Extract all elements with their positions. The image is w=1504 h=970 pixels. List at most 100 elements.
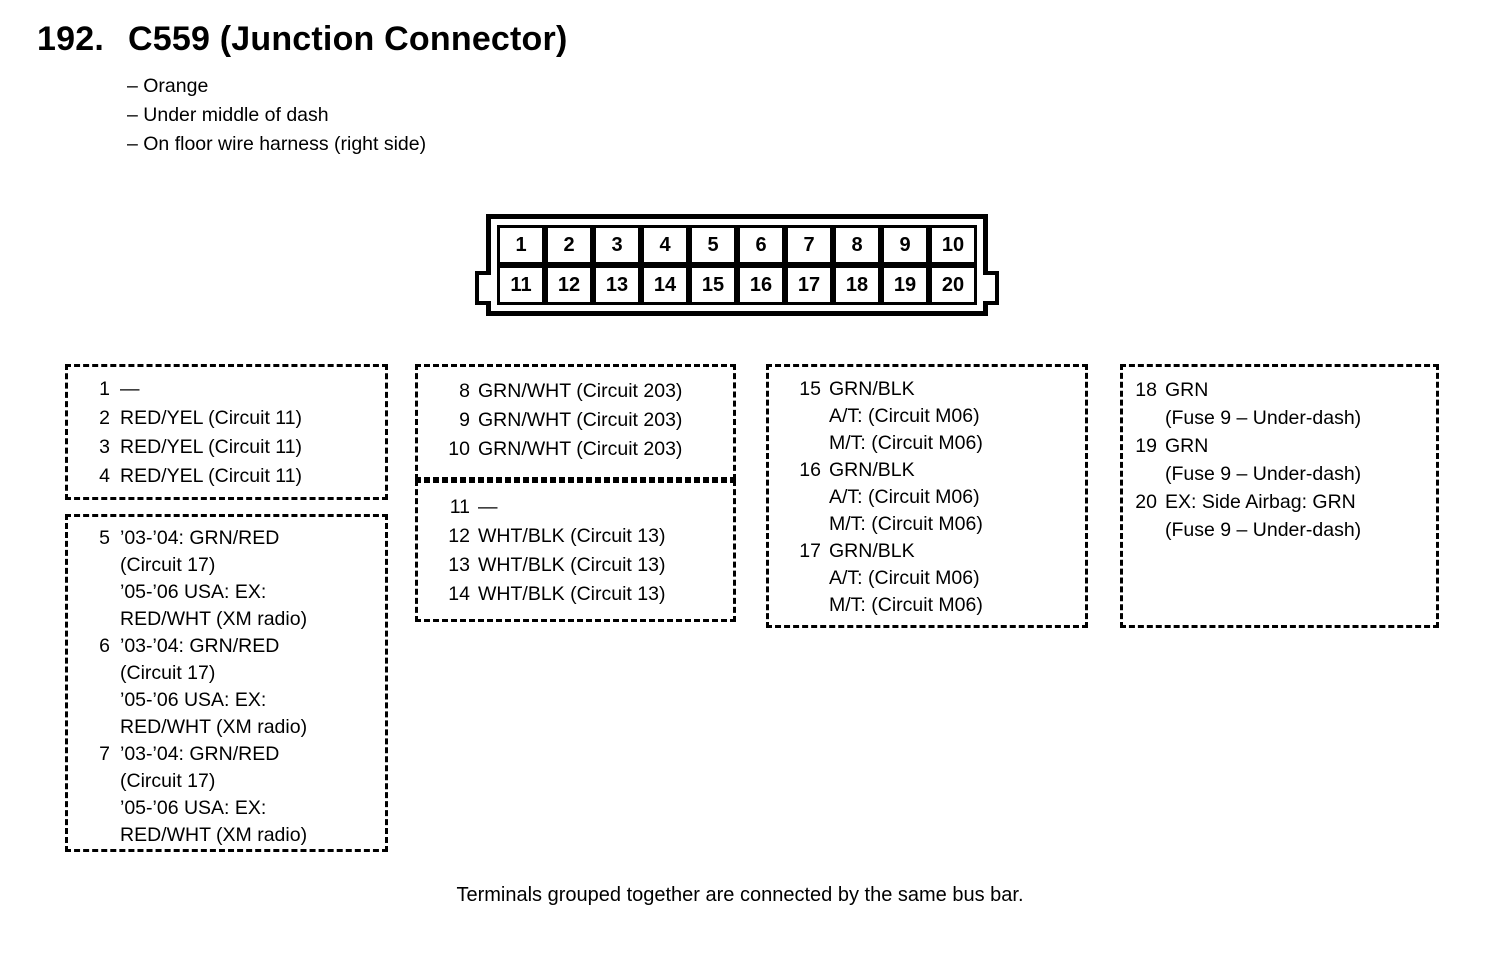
pin-number: 3 <box>99 436 110 458</box>
pin-line: M/T: (Circuit M06) <box>829 513 983 535</box>
pin-description: WHT/BLK (Circuit 13) <box>478 551 665 580</box>
pin-line: — <box>478 496 498 518</box>
pin-description: RED/YEL (Circuit 11) <box>120 433 302 462</box>
pin-line: ’05-’06 USA: EX: <box>120 797 267 819</box>
terminal-row-bottom: 11 12 13 14 15 16 17 18 19 20 <box>497 265 977 305</box>
terminal-cell-20: 20 <box>929 265 977 305</box>
pin-entry-4: 4 RED/YEL (Circuit 11) <box>88 462 377 491</box>
pin-entry-15: 15 GRN/BLK A/T: (Circuit M06) M/T: (Circ… <box>795 376 1077 457</box>
pin-line: RED/WHT (XM radio) <box>120 716 308 738</box>
pin-line: (Circuit 17) <box>120 554 216 576</box>
terminal-cell-18: 18 <box>833 265 881 305</box>
pin-description: ’03-’04: GRN/RED (Circuit 17) ’05-’06 US… <box>120 525 307 633</box>
pin-entry-12: 12 WHT/BLK (Circuit 13) <box>444 522 725 551</box>
pin-description: ’03-’04: GRN/RED (Circuit 17) ’05-’06 US… <box>120 633 307 741</box>
terminal-cell-4: 4 <box>641 225 689 265</box>
pin-entry-2: 2 RED/YEL (Circuit 11) <box>88 404 377 433</box>
pin-line: RED/YEL (Circuit 11) <box>120 436 303 458</box>
pin-entry-8: 8 GRN/WHT (Circuit 203) <box>444 377 725 406</box>
pin-entry-3: 3 RED/YEL (Circuit 11) <box>88 433 377 462</box>
terminal-cell-1: 1 <box>497 225 545 265</box>
pin-line: GRN/WHT (Circuit 203) <box>478 380 683 402</box>
pin-description: GRN/BLK A/T: (Circuit M06) M/T: (Circuit… <box>829 457 983 538</box>
pin-description: WHT/BLK (Circuit 13) <box>478 580 665 609</box>
pin-line: — <box>120 378 140 400</box>
terminal-cell-16: 16 <box>737 265 785 305</box>
pin-line: GRN <box>1165 379 1209 401</box>
pin-number: 2 <box>99 407 110 429</box>
terminal-cell-11: 11 <box>497 265 545 305</box>
terminal-cell-19: 19 <box>881 265 929 305</box>
terminal-cell-6: 6 <box>737 225 785 265</box>
pin-entry-7: 7 ’03-’04: GRN/RED (Circuit 17) ’05-’06 … <box>88 741 377 849</box>
pin-description: GRN/WHT (Circuit 203) <box>478 406 682 435</box>
pin-description: RED/YEL (Circuit 11) <box>120 462 302 491</box>
note-harness: – On floor wire harness (right side) <box>127 133 427 155</box>
note-color: – Orange <box>127 75 209 97</box>
pin-entry-20: 20 EX: Side Airbag: GRN (Fuse 9 – Under-… <box>1131 488 1428 544</box>
pin-description: GRN/WHT (Circuit 203) <box>478 435 682 464</box>
pin-entry-14: 14 WHT/BLK (Circuit 13) <box>444 580 725 609</box>
terminal-cell-12: 12 <box>545 265 593 305</box>
pin-group-5-7: 5 ’03-’04: GRN/RED (Circuit 17) ’05-’06 … <box>65 514 388 852</box>
pin-number: 9 <box>459 409 470 431</box>
pin-number: 19 <box>1135 435 1157 457</box>
pin-entry-17: 17 GRN/BLK A/T: (Circuit M06) M/T: (Circ… <box>795 538 1077 619</box>
pin-line: GRN/BLK <box>829 378 915 400</box>
terminal-row-top: 1 2 3 4 5 6 7 8 9 10 <box>497 225 977 265</box>
terminal-cell-13: 13 <box>593 265 641 305</box>
connector-notes: – Orange – Under middle of dash – On flo… <box>127 72 426 159</box>
pin-line: WHT/BLK (Circuit 13) <box>478 554 666 576</box>
pin-line: ’05-’06 USA: EX: <box>120 689 267 711</box>
pin-entry-18: 18 GRN (Fuse 9 – Under-dash) <box>1131 376 1428 432</box>
pin-description: GRN (Fuse 9 – Under-dash) <box>1165 432 1361 488</box>
pin-description: — <box>120 375 140 404</box>
pin-line: ’03-’04: GRN/RED <box>120 527 280 549</box>
pin-line: A/T: (Circuit M06) <box>829 567 980 589</box>
connector-tab-right <box>983 271 999 305</box>
pin-description: WHT/BLK (Circuit 13) <box>478 522 665 551</box>
pin-number: 6 <box>99 635 110 657</box>
pin-entry-6: 6 ’03-’04: GRN/RED (Circuit 17) ’05-’06 … <box>88 633 377 741</box>
page-title: 192. C559 (Junction Connector) <box>37 20 567 59</box>
pin-number: 10 <box>448 438 470 460</box>
pin-line: RED/WHT (XM radio) <box>120 824 308 846</box>
pin-line: (Fuse 9 – Under-dash) <box>1165 463 1362 485</box>
pin-description: GRN/BLK A/T: (Circuit M06) M/T: (Circuit… <box>829 376 983 457</box>
pin-description: GRN/WHT (Circuit 203) <box>478 377 682 406</box>
pin-line: EX: Side Airbag: GRN <box>1165 491 1356 513</box>
pin-line: GRN/BLK <box>829 540 915 562</box>
pin-description: ’03-’04: GRN/RED (Circuit 17) ’05-’06 US… <box>120 741 307 849</box>
pin-line: ’03-’04: GRN/RED <box>120 635 280 657</box>
junction-connector-diagram: 1 2 3 4 5 6 7 8 9 10 11 12 13 14 15 16 1… <box>475 214 999 316</box>
pin-line: (Fuse 9 – Under-dash) <box>1165 519 1362 541</box>
pin-number: 13 <box>448 554 470 576</box>
terminal-cell-15: 15 <box>689 265 737 305</box>
terminal-cell-5: 5 <box>689 225 737 265</box>
pin-number: 1 <box>99 378 110 400</box>
pin-line: ’03-’04: GRN/RED <box>120 743 280 765</box>
pin-number: 5 <box>99 527 110 549</box>
pin-line: GRN/BLK <box>829 459 915 481</box>
pin-line: WHT/BLK (Circuit 13) <box>478 583 666 605</box>
pin-line: (Circuit 17) <box>120 770 216 792</box>
pin-description: RED/YEL (Circuit 11) <box>120 404 302 433</box>
pin-number: 14 <box>448 583 470 605</box>
pin-entry-11: 11 — <box>444 493 725 522</box>
pin-line: GRN/WHT (Circuit 203) <box>478 438 683 460</box>
pin-number: 15 <box>799 378 821 400</box>
section-number: 192. <box>37 20 104 58</box>
terminal-cell-2: 2 <box>545 225 593 265</box>
pin-line: RED/YEL (Circuit 11) <box>120 465 303 487</box>
pin-description: — <box>478 493 498 522</box>
pin-number: 17 <box>799 540 821 562</box>
pin-number: 11 <box>449 496 470 518</box>
pin-line: RED/YEL (Circuit 11) <box>120 407 303 429</box>
pin-description: EX: Side Airbag: GRN (Fuse 9 – Under-das… <box>1165 488 1361 544</box>
pin-number: 4 <box>99 465 110 487</box>
pin-group-1-4: 1 — 2 RED/YEL (Circuit 11) 3 RED/YEL (Ci… <box>65 364 388 500</box>
pin-line: WHT/BLK (Circuit 13) <box>478 525 666 547</box>
pin-number: 8 <box>459 380 470 402</box>
pin-entry-10: 10 GRN/WHT (Circuit 203) <box>444 435 725 464</box>
pin-line: A/T: (Circuit M06) <box>829 486 980 508</box>
